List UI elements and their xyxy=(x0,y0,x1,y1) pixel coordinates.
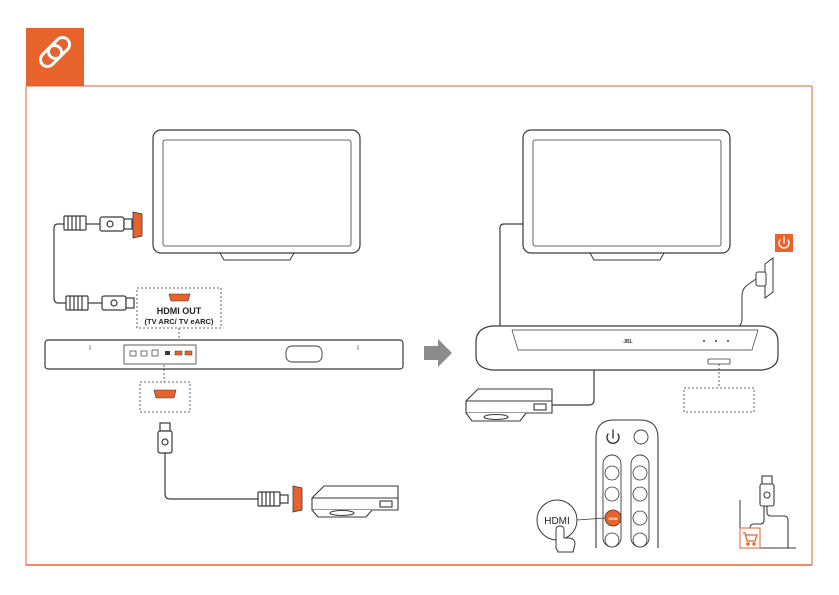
hdmi-in-callout xyxy=(140,365,190,412)
header-badge xyxy=(26,28,84,86)
tv-hdmi-port-icon xyxy=(133,212,142,238)
power-badge xyxy=(775,234,793,252)
soundbar-logo: JBL xyxy=(623,339,632,345)
disc-player-left xyxy=(312,486,398,517)
hdmi-cable-player xyxy=(158,423,288,506)
tv-soundbar-cable xyxy=(500,224,523,330)
player-hdmi-port-icon xyxy=(293,486,302,512)
remote-control: HDMI xyxy=(596,420,658,548)
wall-socket-icon xyxy=(724,258,773,328)
soundbar-player-cable xyxy=(552,370,594,405)
soundbar-rear xyxy=(45,340,403,369)
step-arrow-icon xyxy=(424,339,452,367)
hdmi-out-label: HDMI OUT xyxy=(157,306,202,316)
remote-hdmi-callout: HDMI xyxy=(537,500,605,552)
display-callout xyxy=(684,364,754,412)
hdmi-cable-tv xyxy=(54,216,134,310)
tv-left xyxy=(153,130,360,260)
remote-hdmi-callout-label: HDMI xyxy=(544,516,570,527)
soundbar-front: JBL xyxy=(476,326,778,370)
hdmi-out-sublabel: (TV ARC/ TV eARC) xyxy=(145,317,214,326)
remote-hdmi-button-label: HDMI xyxy=(609,517,618,521)
tv-right xyxy=(523,130,730,260)
disc-player-right xyxy=(466,389,552,421)
